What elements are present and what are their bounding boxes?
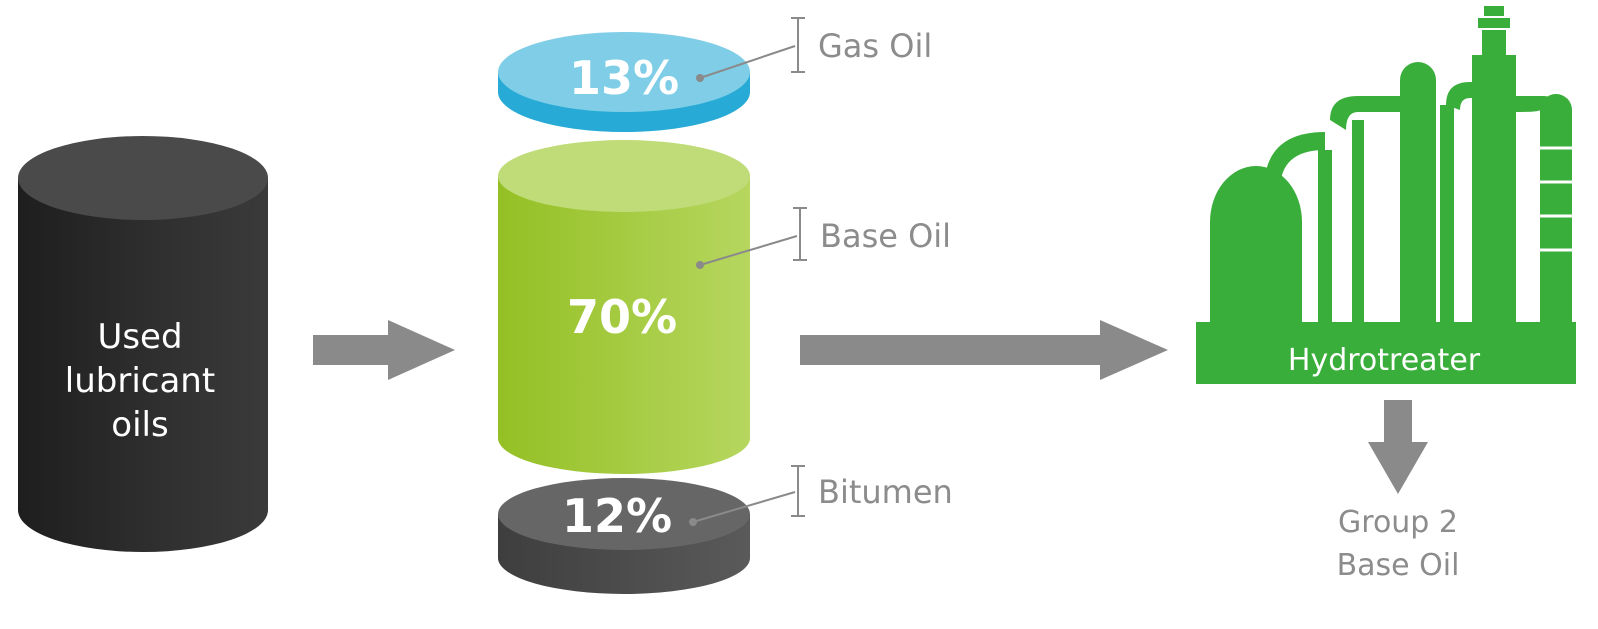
base-oil-percent: 70%: [567, 290, 677, 344]
base-oil-layer: 70%: [498, 140, 750, 474]
output-label-line-2: Base Oil: [1337, 548, 1460, 583]
gas-oil-label: Gas Oil: [818, 27, 932, 65]
output-label-line-1: Group 2: [1338, 505, 1458, 540]
bitumen-percent: 12%: [562, 489, 672, 543]
refinery-stripes: [1540, 146, 1572, 252]
base-oil-label: Base Oil: [820, 217, 951, 255]
fraction-callouts: [692, 17, 807, 523]
bitumen-layer: 12%: [498, 478, 750, 594]
source-label-line-2: lubricant: [65, 361, 215, 401]
source-label-line-3: oils: [111, 405, 168, 445]
refinery-icon: [1196, 6, 1576, 384]
bitumen-label: Bitumen: [818, 473, 953, 511]
source-label-line-1: Used: [97, 317, 182, 357]
gas-oil-percent: 13%: [569, 51, 679, 105]
used-oil-barrel: Used lubricant oils: [18, 136, 268, 552]
right-arrow-icon: [313, 320, 455, 380]
gas-oil-layer: 13%: [498, 32, 750, 132]
hydrotreater-label: Hydrotreater: [1288, 343, 1481, 378]
right-arrow-icon: [800, 320, 1168, 380]
down-arrow-icon: [1368, 400, 1428, 494]
